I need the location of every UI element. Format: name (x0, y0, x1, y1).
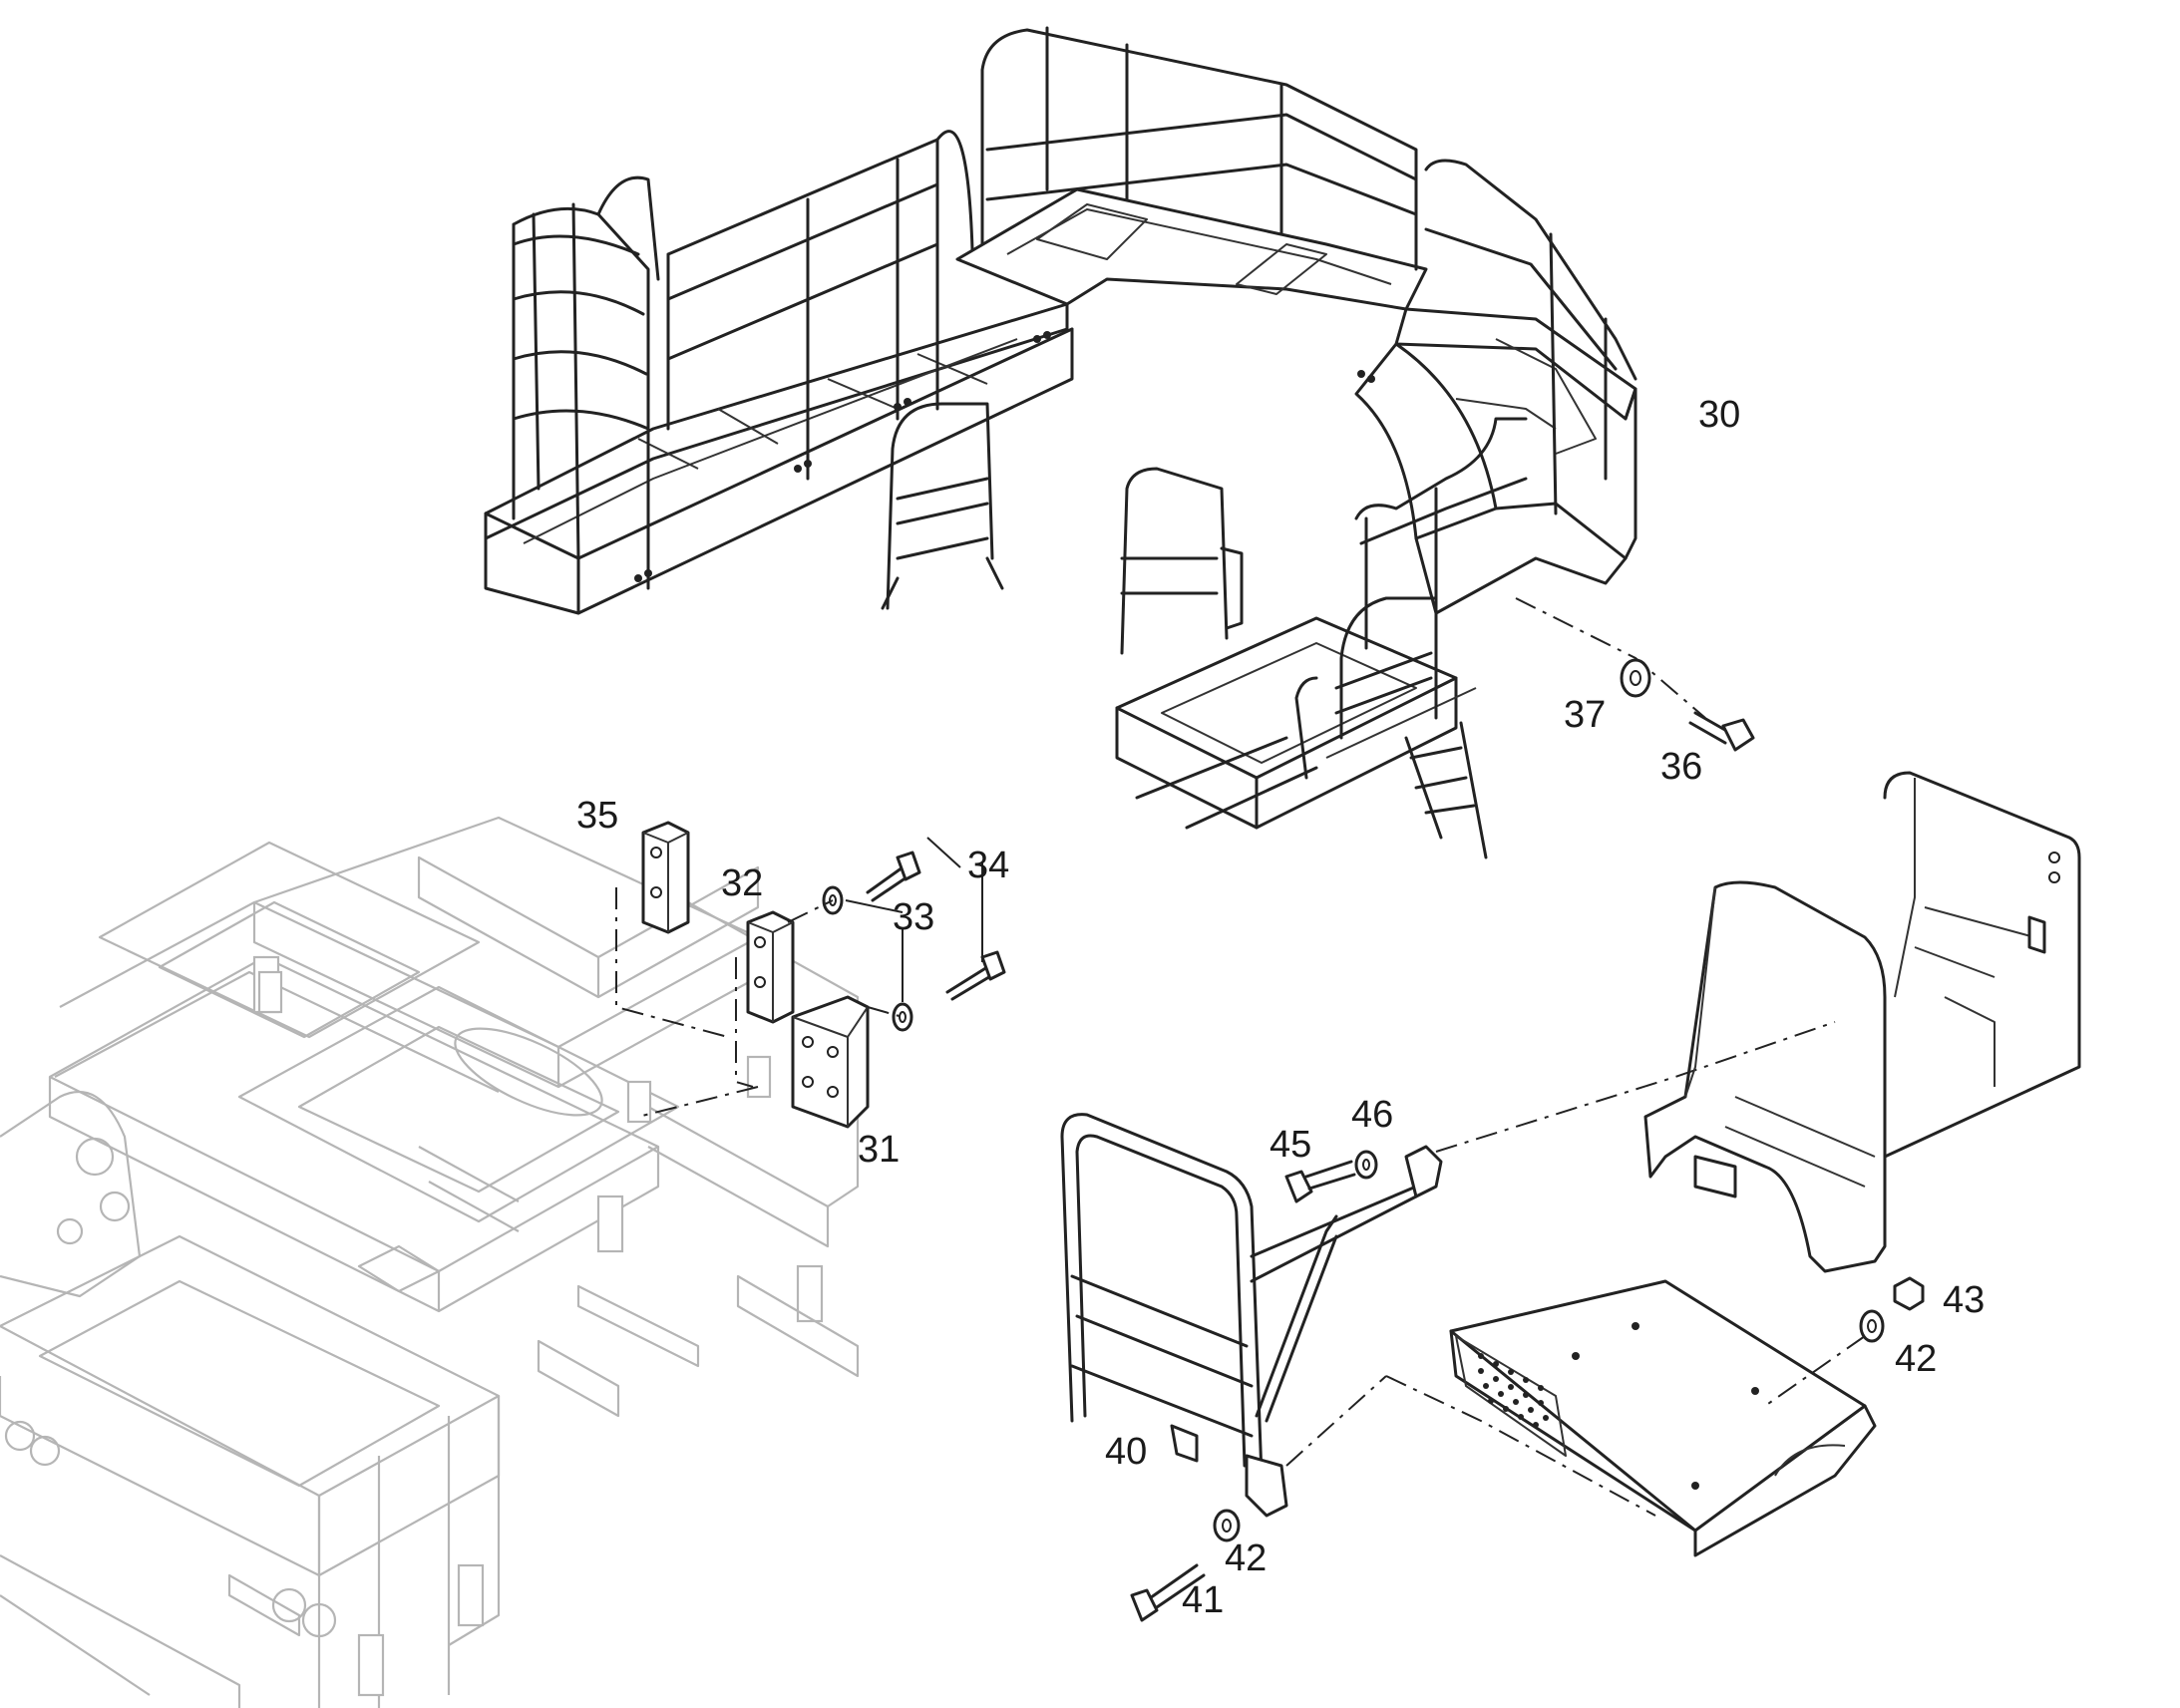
bolt-34-lower (945, 965, 994, 1001)
pad-31 (791, 995, 870, 1129)
callout-37: 37 (1564, 694, 1606, 736)
callout-33: 33 (893, 896, 934, 938)
callout-34: 34 (967, 845, 1009, 886)
handrail-frame-40 (1060, 1113, 1443, 1518)
callout-46: 46 (1351, 1094, 1393, 1136)
callout-41: 41 (1182, 1579, 1224, 1621)
bolt-washer-41-42 (1130, 1509, 1241, 1622)
callout-36: 36 (1660, 746, 1702, 788)
nut-43 (1893, 1276, 1925, 1311)
cab-side-panel (1643, 771, 2081, 1273)
callout-labels: 30 31 32 33 34 35 36 37 40 41 42 42 43 4… (576, 394, 1985, 1621)
nut-washer-43-42 (1764, 1276, 1925, 1407)
callout-32: 32 (721, 862, 763, 904)
bolt-34-upper (866, 865, 911, 902)
step-box-vent-holes (1478, 1353, 1549, 1428)
callout-40: 40 (1105, 1431, 1147, 1473)
bolt-washer-45-46 (1284, 1021, 1836, 1203)
step-box (1285, 1279, 1877, 1557)
bolt-41 (1145, 1563, 1206, 1611)
callout-30: 30 (1698, 394, 1740, 436)
mounting-pads-group (615, 821, 1006, 1129)
pad-32 (746, 910, 795, 1024)
callout-35: 35 (576, 795, 618, 837)
callout-45: 45 (1270, 1124, 1311, 1166)
callout-42-lower: 42 (1225, 1537, 1267, 1579)
pad-35 (641, 821, 690, 934)
walkway-platform-assembly (484, 26, 1637, 859)
bolt-washer-36-37 (1515, 597, 1755, 752)
callout-43: 43 (1943, 1279, 1985, 1321)
bolt-45-head (1284, 1170, 1313, 1203)
callout-42-right: 42 (1895, 1338, 1937, 1380)
callout-31: 31 (858, 1129, 900, 1171)
leader-lines (845, 837, 983, 1002)
chassis-frame-ghost (0, 816, 860, 1708)
